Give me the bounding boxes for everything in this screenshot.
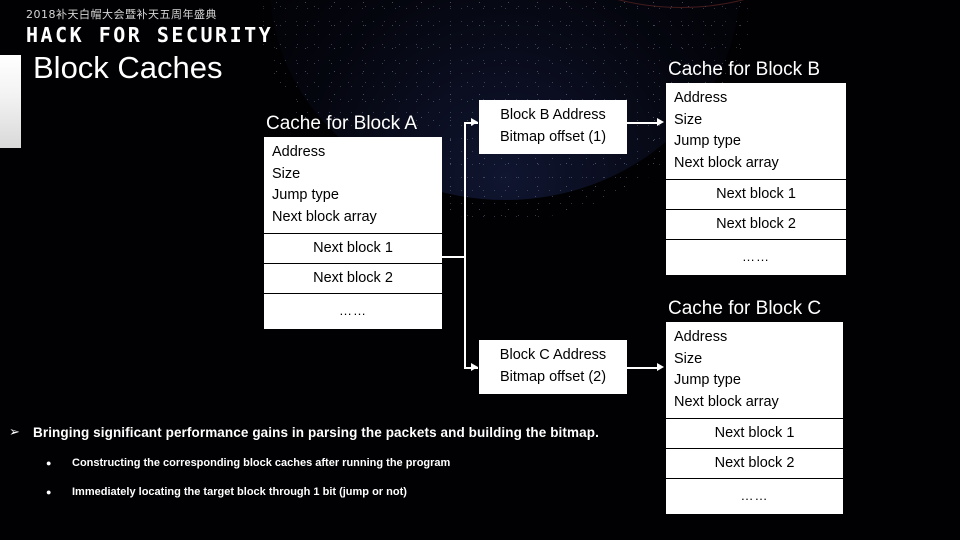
cache-b-field-next-block-array: Next block array [674,154,779,171]
cache-a-field-next-block-array: Next block array [272,208,377,225]
ring-red-icon [426,0,936,8]
cache-b-row-next-block-1: Next block 1 [666,180,846,210]
cache-c-field-address: Address [674,329,728,345]
block-b-address-label: Block B Address [500,107,606,123]
connector-trunk-up [464,122,466,257]
cache-c-row-next-block-1: Next block 1 [666,419,843,449]
cache-a-field-jump-type: Jump type [272,187,339,203]
cache-c-fields: Address Size Jump type Next block array [666,322,843,419]
cache-b-row-ellipsis: …… [742,249,770,264]
page-title: Block Caches [33,50,223,85]
connector-block-b-to-cache-b [615,122,659,124]
bullet-dot-icon: ● [46,458,52,468]
arrow-to-cache-b-icon [657,118,664,126]
bullet-sub-2-text: Immediately locating the target block th… [72,486,407,498]
cache-b-field-address: Address [674,90,728,106]
brand-logo: 2018补天白帽大会暨补天五周年盛典 HACK FOR SECURITY [26,8,326,46]
cache-c-row-ellipsis: …… [740,488,769,503]
cache-a-row-next-block-2: Next block 2 [264,264,442,294]
block-c-bitmap-offset-label: Bitmap offset (2) [499,369,607,385]
connector-block-c-to-cache-c [615,367,659,369]
block-c-address-label: Block C Address [499,347,607,363]
cache-b-table: Address Size Jump type Next block array … [666,83,846,275]
cache-b-field-jump-type: Jump type [674,133,741,149]
cache-b-row-next-block-2: Next block 2 [666,210,846,240]
cache-a-field-size: Size [272,165,301,182]
cache-c-field-next-block-array: Next block array [674,393,779,410]
cache-a-field-address: Address [272,144,326,160]
bullet-list: ➢ Bringing significant performance gains… [0,424,690,500]
connector-a-out [442,256,466,258]
connector-trunk-down [464,256,466,368]
cache-a-table: Address Size Jump type Next block array … [264,137,442,329]
cache-c-field-jump-type: Jump type [674,372,741,388]
bullet-dot-icon: ● [46,487,52,497]
cache-c-heading: Cache for Block C [668,298,822,319]
cache-a-row-next-block-1: Next block 1 [264,234,442,264]
left-accent-bar [0,55,21,148]
cache-c-field-size: Size [674,350,703,367]
cache-a-fields: Address Size Jump type Next block array [264,137,442,234]
cache-c-row-next-block-2: Next block 2 [666,449,843,479]
arrow-to-cache-c-icon [657,363,664,371]
cache-a-heading: Cache for Block A [266,113,418,134]
cache-a-row-ellipsis: …… [339,303,367,318]
bullet-sub-1-text: Constructing the corresponding block cac… [72,457,451,469]
cache-c-table: Address Size Jump type Next block array … [666,322,843,514]
block-b-bitmap-offset-label: Bitmap offset (1) [499,129,607,145]
bullet-sub-2: ● Immediately locating the target block … [0,484,690,500]
brand-chinese-line: 2018补天白帽大会暨补天五周年盛典 [26,8,217,21]
bullet-sub-1: ● Constructing the corresponding block c… [0,455,690,471]
block-b-address-box: Block B Address Bitmap offset (1) [479,100,627,154]
arrow-to-block-b-address-icon [471,118,478,126]
brand-english-line: HACK FOR SECURITY [26,23,274,47]
cache-b-field-size: Size [674,111,703,128]
bullet-main: ➢ Bringing significant performance gains… [0,424,690,442]
cache-b-fields: Address Size Jump type Next block array [666,83,846,180]
block-c-address-box: Block C Address Bitmap offset (2) [479,340,627,394]
bullet-arrow-icon: ➢ [9,425,20,440]
arrow-to-block-c-address-icon [471,363,478,371]
bullet-main-text: Bringing significant performance gains i… [33,425,599,440]
cache-b-heading: Cache for Block B [668,59,821,80]
